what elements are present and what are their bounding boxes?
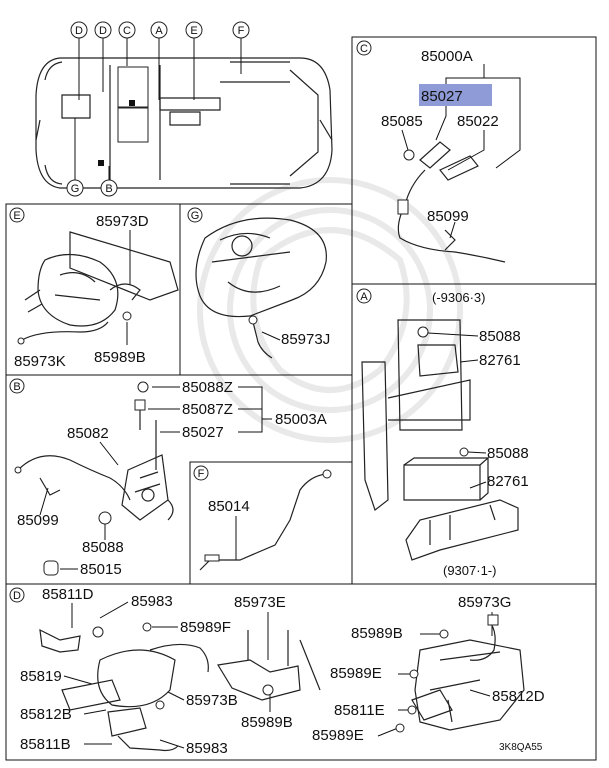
part-label-85983-upper[interactable]: 85983 (131, 593, 173, 610)
section-g-badge (187, 207, 203, 223)
part-label-85811d[interactable]: 85811D (42, 586, 94, 603)
callout-d2[interactable]: D (94, 21, 112, 39)
section-a-letter: A (360, 291, 368, 303)
part-label-85989e-upper[interactable]: 85989E (330, 665, 382, 682)
part-label-85085[interactable]: 85085 (381, 113, 423, 130)
module-lower (403, 464, 481, 501)
section-g: G 85973J (187, 207, 330, 359)
section-b: B 85088Z 85087Z 85003A 85027 85082 85099… (9, 378, 327, 578)
part-label-85003a[interactable]: 85003A (275, 411, 327, 428)
engine-block-d-left (97, 649, 176, 708)
section-c-letter: C (360, 43, 368, 55)
part-label-85989f[interactable]: 85989F (180, 619, 231, 636)
part-label-85811e[interactable]: 85811E (334, 702, 385, 719)
part-label-85811b[interactable]: 85811B (20, 736, 71, 753)
engine-block-g (195, 217, 327, 318)
section-b-badge (9, 378, 25, 394)
callout-d1[interactable]: D (70, 21, 88, 39)
section-f: F 85014 (193, 465, 332, 571)
section-d-badge (9, 587, 25, 603)
bracket-pillar (361, 361, 389, 511)
part-label-85973g[interactable]: 85973G (458, 594, 511, 611)
callout-e[interactable]: E (185, 21, 203, 39)
callout-d1-letter: D (75, 25, 83, 37)
part-label-85819[interactable]: 85819 (20, 668, 62, 685)
part-label-85027-b[interactable]: 85027 (182, 424, 224, 441)
part-label-85989e-lower[interactable]: 85989E (312, 727, 364, 744)
part-label-85973k[interactable]: 85973K (14, 353, 66, 370)
section-a: A (-9306·3) 85088 82761 85088 82761 (930… (356, 288, 529, 578)
section-g-letter: G (191, 210, 200, 222)
section-e-badge (9, 207, 25, 223)
panel-a-border (351, 283, 597, 585)
section-b-letter: B (13, 381, 20, 393)
part-label-85983-lower[interactable]: 85983 (186, 740, 228, 757)
part-label-85022[interactable]: 85022 (457, 113, 499, 130)
section-d-letter: D (13, 590, 21, 602)
section-f-letter: F (198, 468, 205, 480)
module-upper (417, 344, 459, 377)
part-label-85088-upper[interactable]: 85088 (479, 328, 521, 345)
part-label-85082[interactable]: 85082 (67, 425, 109, 442)
note-date-after: (9307·1-) (443, 563, 496, 578)
callout-g-letter: G (71, 183, 80, 195)
section-c-badge (356, 40, 372, 56)
diagram-code: 3K8QA55 (499, 742, 543, 753)
antenna-motor (121, 454, 169, 521)
section-e-letter: E (13, 210, 20, 222)
callout-g[interactable]: G (66, 179, 84, 197)
part-label-85014[interactable]: 85014 (208, 498, 250, 515)
part-label-85973e[interactable]: 85973E (234, 594, 286, 611)
part-label-85812b[interactable]: 85812B (20, 706, 72, 723)
callout-f[interactable]: F (232, 21, 250, 39)
panel-f-border (189, 461, 353, 585)
section-f-badge (193, 465, 209, 481)
part-label-85989b[interactable]: 85989B (94, 349, 146, 366)
antenna-mast (419, 141, 451, 169)
part-label-85015[interactable]: 85015 (80, 561, 122, 578)
note-date-before: (-9306·3) (432, 290, 485, 305)
part-label-85099-b[interactable]: 85099 (17, 512, 59, 529)
part-label-85027[interactable]: 85027 (421, 88, 463, 105)
panel-borders (5, 36, 597, 761)
engine-cover (69, 231, 179, 301)
part-label-85989b-d2[interactable]: 85989B (241, 714, 293, 731)
part-label-85099[interactable]: 85099 (427, 208, 469, 225)
panel-d-border (5, 583, 597, 761)
callout-c[interactable]: C (118, 21, 136, 39)
part-label-85088-lower[interactable]: 85088 (487, 445, 529, 462)
part-label-85973b[interactable]: 85973B (186, 692, 238, 709)
part-highlight (419, 84, 492, 106)
part-label-82761-lower[interactable]: 82761 (487, 473, 529, 490)
engine-block-d-mid (217, 659, 301, 701)
part-label-82761-upper[interactable]: 82761 (479, 352, 521, 369)
engine-block-d-right (414, 639, 525, 731)
part-label-85989b-d[interactable]: 85989B (351, 625, 403, 642)
part-label-85973j[interactable]: 85973J (281, 331, 330, 348)
callout-b[interactable]: B (100, 179, 118, 197)
callout-c-letter: C (123, 25, 131, 37)
callout-f-letter: F (238, 25, 245, 37)
callout-a-letter: A (155, 25, 163, 37)
overview-vehicle (35, 38, 333, 189)
antenna-cable-f (199, 473, 327, 571)
section-d: D 85811D 85983 85989F 85973E 85973G 8598… (9, 586, 545, 757)
part-label-85088z[interactable]: 85088Z (182, 379, 233, 396)
part-label-85000a[interactable]: 85000A (421, 48, 473, 65)
callout-d2-letter: D (99, 25, 107, 37)
section-c: C 85000A 85027 85085 85022 85099 (356, 40, 521, 263)
callout-a[interactable]: A (150, 21, 168, 39)
callout-b-letter: B (105, 183, 112, 195)
part-label-85087z[interactable]: 85087Z (182, 401, 233, 418)
panel-e-border (5, 203, 181, 376)
watermark (197, 177, 463, 443)
overview-callouts: D D C A E F G B (66, 21, 250, 197)
part-label-85088-b[interactable]: 85088 (82, 539, 124, 556)
part-label-85973d[interactable]: 85973D (96, 213, 149, 230)
callout-e-letter: E (190, 25, 197, 37)
section-e: E 85973D 85973K 85989B (9, 207, 179, 370)
section-a-badge (356, 288, 372, 304)
